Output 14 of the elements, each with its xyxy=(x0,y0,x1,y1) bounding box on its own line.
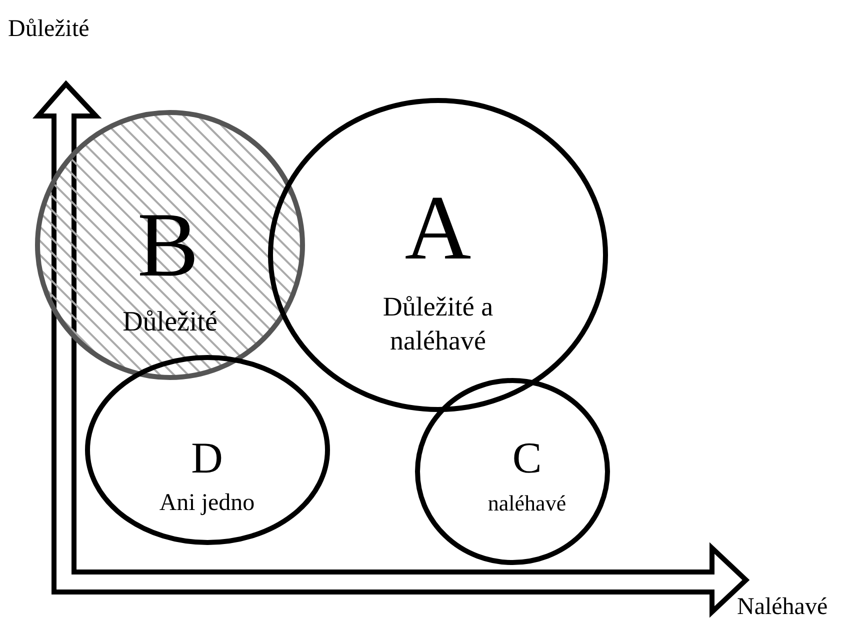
quadrant-ellipse xyxy=(268,98,608,412)
quadrant-label: Ani jedno xyxy=(158,489,256,518)
quadrant-letter: C xyxy=(511,432,543,484)
quadrant-label: naléhavé xyxy=(486,489,568,517)
quadrant-letter: A xyxy=(404,176,472,280)
quadrant-ellipse xyxy=(85,355,330,545)
quadrant-letter: D xyxy=(190,432,224,484)
quadrant-letter: B xyxy=(136,192,200,298)
axis-label: Důležité xyxy=(8,15,90,44)
quadrant-ellipse xyxy=(35,110,305,380)
quadrant-label: Důležité xyxy=(122,306,218,340)
quadrant-label: Důležité a naléhavé xyxy=(382,290,494,357)
axis-label: Naléhavé xyxy=(737,593,828,622)
quadrant-ellipse xyxy=(415,378,610,565)
